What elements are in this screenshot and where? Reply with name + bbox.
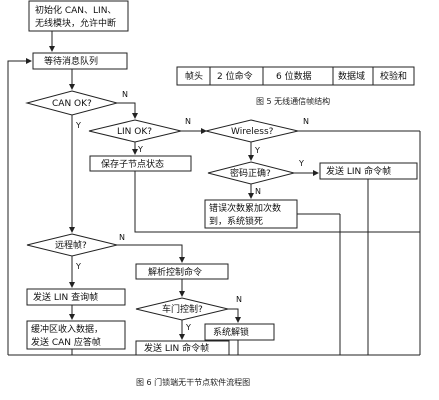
remote-frame-decision: 远程帧? [26, 233, 118, 257]
wireless-no-label: N [303, 117, 309, 126]
parse-cmd-box: 解析控制命令 [135, 263, 229, 280]
door-ctrl-no-label: N [236, 295, 242, 304]
svg-text:LIN OK?: LIN OK? [117, 127, 152, 137]
password-yes-label: Y [298, 159, 304, 168]
frame-field-2: 6 位数据 [276, 70, 312, 82]
wireless-yes-label: Y [254, 146, 260, 155]
lin-ok-yes-label: Y [137, 145, 143, 154]
svg-text:缓冲区收入数据，: 缓冲区收入数据， [31, 323, 103, 335]
svg-text:保存子节点状态: 保存子节点状态 [101, 158, 164, 170]
svg-text:等待消息队列: 等待消息队列 [44, 55, 98, 67]
svg-text:发送 CAN 应答帧: 发送 CAN 应答帧 [31, 336, 101, 348]
svg-text:到，系统锁死: 到，系统锁死 [209, 215, 263, 227]
svg-text:Wireless?: Wireless? [231, 127, 274, 137]
svg-text:发送 LIN 查询帧: 发送 LIN 查询帧 [33, 291, 98, 303]
password-decision: 密码正确? [207, 161, 295, 185]
svg-text:车门控制?: 车门控制? [162, 303, 203, 315]
svg-text:远程帧?: 远程帧? [55, 239, 87, 251]
svg-text:系统解锁: 系统解锁 [213, 326, 249, 338]
remote-frame-no-label: N [119, 233, 125, 242]
svg-text:无线模块，允许中断: 无线模块，允许中断 [35, 17, 116, 29]
frame-field-4: 校验和 [380, 70, 407, 82]
arrow-door-no [228, 308, 241, 323]
wait-queue-box: 等待消息队列 [32, 52, 128, 70]
line-save-to-right [134, 171, 420, 233]
arrow-remote-no [117, 244, 185, 263]
can-ok-yes-label: Y [75, 121, 81, 130]
password-no-label: N [255, 187, 261, 196]
arrow-can-no [117, 102, 138, 119]
loop-back-line [7, 58, 32, 355]
send-lin-cmd-bottom-box: 发送 LIN 命令帧 [135, 340, 230, 356]
door-ctrl-yes-label: Y [185, 323, 191, 332]
svg-text:错误次数累加次数: 错误次数累加次数 [209, 202, 281, 214]
door-ctrl-decision: 车门控制? [135, 297, 229, 321]
system-unlock-box: 系统解锁 [204, 323, 275, 341]
svg-text:发送 LIN 命令帧: 发送 LIN 命令帧 [144, 342, 209, 354]
error-block-box: 错误次数累加次数 到，系统锁死 [204, 199, 298, 229]
svg-text:初始化 CAN、LIN、: 初始化 CAN、LIN、 [35, 4, 116, 16]
can-ok-no-label: N [122, 90, 128, 99]
remote-frame-yes-label: Y [75, 262, 81, 271]
frame-structure-caption: 图 5 无线通信帧结构 [256, 96, 330, 106]
svg-text:密码正确?: 密码正确? [230, 167, 271, 179]
frame-field-0: 帧头 [185, 70, 203, 82]
svg-text:CAN OK?: CAN OK? [52, 99, 92, 109]
frame-field-3: 数据域 [338, 70, 365, 82]
send-lin-query-box: 发送 LIN 查询帧 [26, 288, 126, 306]
svg-text:解析控制命令: 解析控制命令 [148, 266, 202, 278]
send-lin-cmd-right-box: 发送 LIN 命令帧 [319, 162, 418, 180]
frame-structure-table: 帧头 2 位命令 6 位数据 数据域 校验和 [176, 66, 415, 86]
frame-field-1: 2 位命令 [217, 70, 253, 82]
lin-ok-no-label: N [185, 117, 191, 126]
wireless-decision: Wireless? [205, 119, 299, 143]
save-state-box: 保存子节点状态 [89, 155, 192, 172]
can-ok-decision: CAN OK? [25, 90, 119, 116]
lin-ok-decision: LIN OK? [88, 119, 182, 143]
figure-caption: 图 6 门锁端无干节点软件流程图 [136, 377, 250, 387]
svg-text:发送 LIN 命令帧: 发送 LIN 命令帧 [326, 165, 391, 177]
init-box: 初始化 CAN、LIN、 无线模块，允许中断 [28, 0, 129, 32]
buffer-reply-box: 缓冲区收入数据， 发送 CAN 应答帧 [26, 320, 126, 350]
